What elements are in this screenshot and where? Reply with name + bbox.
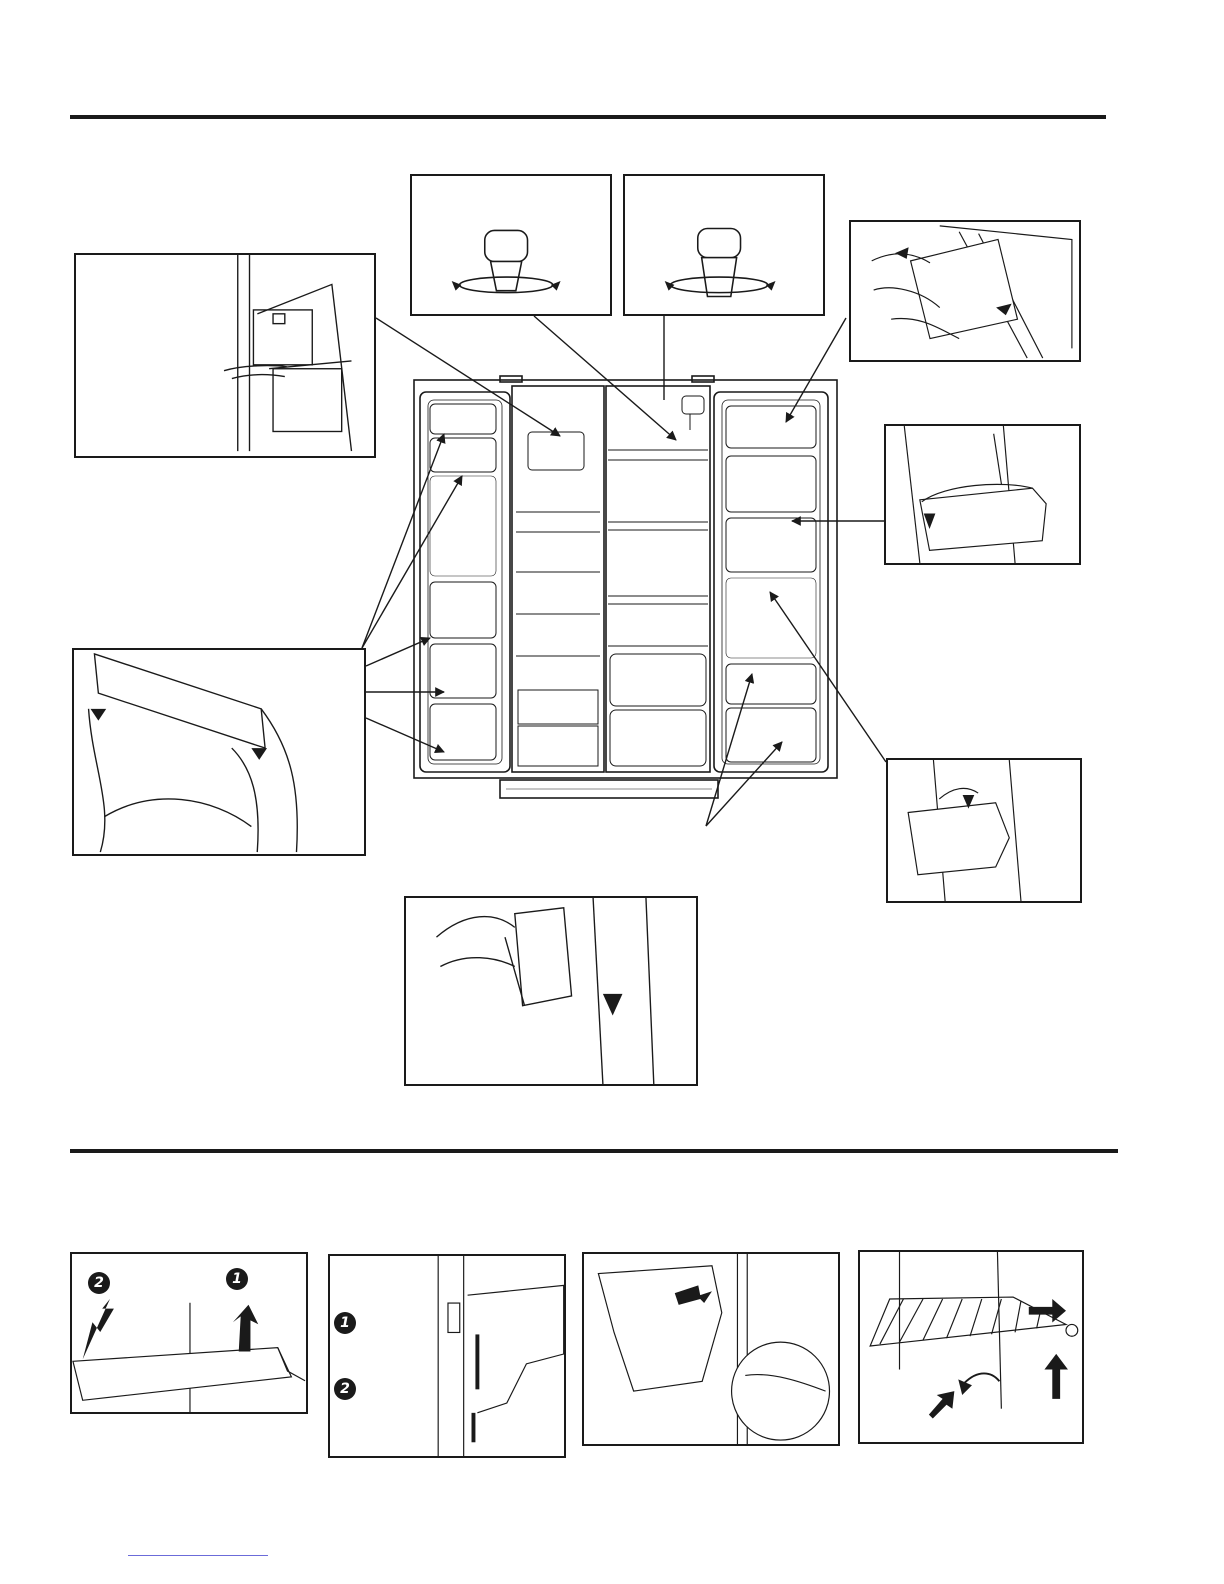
ice-bin-lock-illustration xyxy=(625,176,823,314)
panel-shelf-lift: 2 1 xyxy=(70,1252,308,1414)
leader-lines xyxy=(164,312,886,1402)
bin-hook-illustration xyxy=(330,1256,564,1456)
door-bin-right-illustration xyxy=(886,426,1079,563)
dairy-compartment-illustration xyxy=(851,222,1079,360)
freezer-door-bin-illustration xyxy=(74,650,364,854)
freezer-shelf-illustration xyxy=(76,255,374,456)
panel-fresh-door-bin xyxy=(886,758,1082,903)
panel-dairy-compartment xyxy=(849,220,1081,362)
fresh-food-door-bins xyxy=(726,406,816,762)
panel-crisper-removal xyxy=(404,896,698,1086)
panel-ice-bin-lock xyxy=(623,174,825,316)
step-badge-1: 1 xyxy=(226,1268,248,1290)
crisper-removal-illustration xyxy=(406,898,696,1084)
panel-deli-bin xyxy=(582,1252,840,1446)
footer-link-underline xyxy=(128,1555,268,1556)
panel-door-bin-right xyxy=(884,424,1081,565)
panel-ice-bin-turn xyxy=(410,174,612,316)
panel-freezer-door-bin xyxy=(72,648,366,856)
freezer-shelves xyxy=(516,432,600,766)
panel-bin-hook: 1 2 xyxy=(328,1254,566,1458)
wire-shelf-illustration xyxy=(860,1252,1082,1442)
step-badge-1: 1 xyxy=(334,1312,356,1334)
step-badge-2: 2 xyxy=(334,1378,356,1400)
panel-wire-shelf xyxy=(858,1250,1084,1444)
refrigerator-body xyxy=(414,376,837,798)
step-badge-2: 2 xyxy=(88,1272,110,1294)
panel-freezer-shelf xyxy=(74,253,376,458)
deli-bin-illustration xyxy=(584,1254,838,1444)
freezer-door-bins xyxy=(430,404,496,760)
fresh-door-bin-illustration xyxy=(888,760,1080,901)
fresh-food-shelves xyxy=(608,396,708,766)
ice-bin-turn-illustration xyxy=(412,176,610,314)
